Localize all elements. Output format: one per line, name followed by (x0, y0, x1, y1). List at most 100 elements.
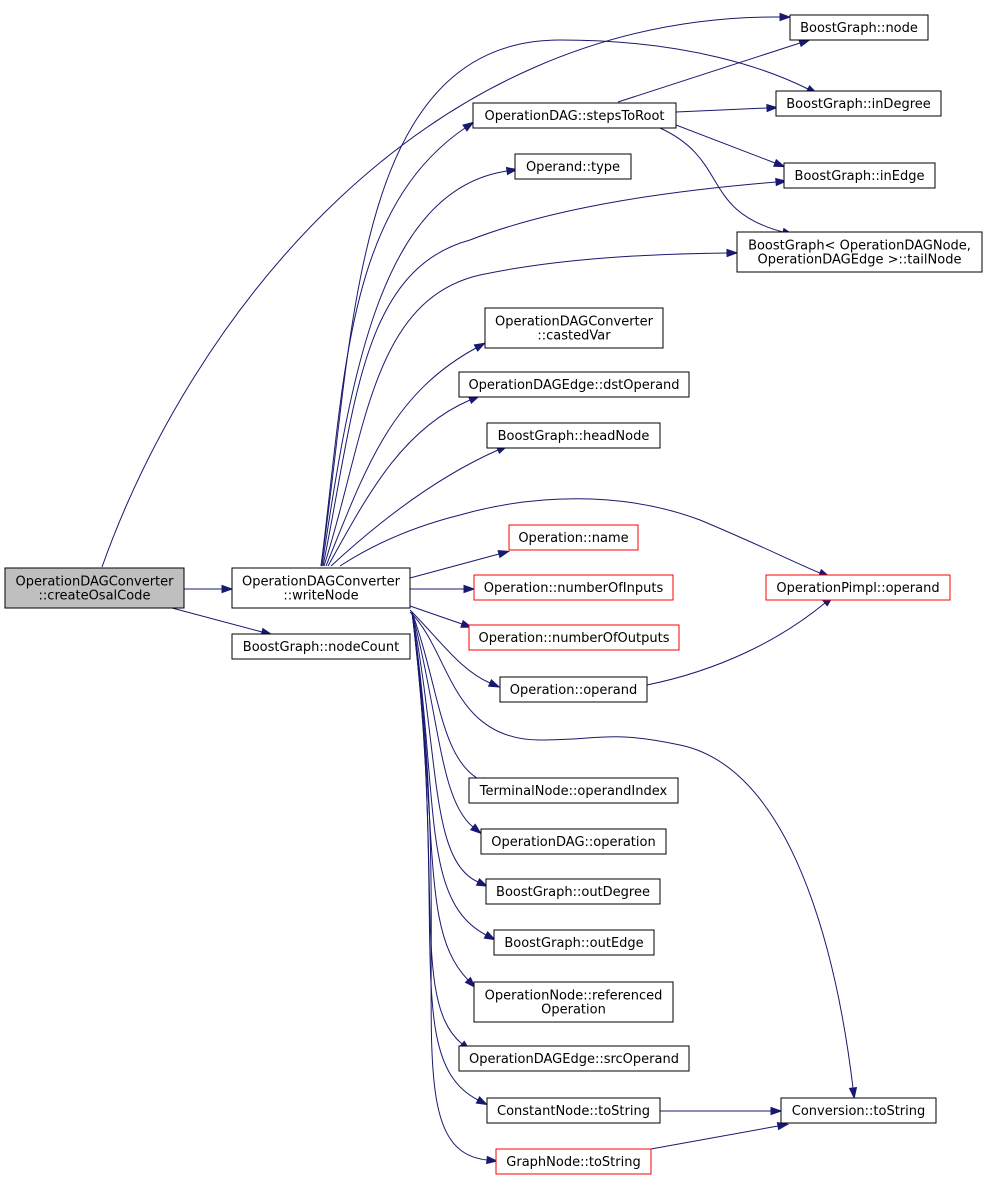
node-label: ::writeNode (283, 589, 358, 604)
node-box (514, 153, 632, 180)
node-convToString[interactable]: Conversion::toString (780, 1097, 937, 1124)
node-box (468, 624, 680, 651)
call-edges (101, 12, 858, 1165)
edge-line (411, 611, 483, 782)
node-tailNode[interactable]: BoostGraph< OperationDAGNode,OperationDA… (736, 231, 983, 273)
node-outDegree[interactable]: BoostGraph::outDegree (485, 878, 661, 905)
edge-line (409, 611, 854, 1089)
node-box (472, 102, 677, 129)
arrowhead (221, 584, 234, 594)
node-box (473, 574, 674, 601)
edge-line (411, 611, 469, 981)
node-label: BoostGraph::outEdge (504, 936, 643, 951)
node-operandType[interactable]: Operand::type (514, 153, 632, 180)
node-label: Operation (541, 1003, 606, 1018)
edge-line (325, 347, 477, 567)
node-label: Conversion::toString (792, 1104, 926, 1119)
node-opName[interactable]: Operation::name (508, 524, 639, 551)
node-createOsalCode[interactable]: OperationDAGConverter::createOsalCode (4, 567, 185, 609)
node-label: OperationDAGConverter (16, 575, 175, 590)
node-box (486, 1097, 661, 1124)
node-outEdge[interactable]: BoostGraph::outEdge (493, 929, 655, 956)
node-label: OperationDAG::stepsToRoot (484, 109, 664, 124)
node-numInputs[interactable]: Operation::numberOfInputs (473, 574, 674, 601)
node-label: Operand::type (526, 160, 620, 175)
node-label: OperationDAGEdge::srcOperand (469, 1052, 679, 1067)
arrowhead (473, 342, 487, 352)
edge-line (320, 127, 466, 567)
edge-stepsToRoot-to-inDegree (675, 103, 779, 113)
node-writeNode[interactable]: OperationDAGConverter::writeNode (231, 567, 411, 609)
node-stepsToRoot[interactable]: OperationDAG::stepsToRoot (472, 102, 677, 129)
node-label: BoostGraph::headNode (498, 429, 650, 444)
node-bgNode[interactable]: BoostGraph::node (789, 14, 929, 41)
node-label: TerminalNode::operandIndex (479, 784, 668, 799)
node-graphToString[interactable]: GraphNode::toString (495, 1148, 652, 1175)
node-dagOperation[interactable]: OperationDAG::operation (480, 828, 667, 855)
arrowhead (487, 678, 501, 688)
node-label: ::createOsalCode (39, 589, 151, 604)
node-box (775, 90, 942, 117)
edge-line (411, 611, 479, 883)
node-pimplOperand[interactable]: OperationPimpl::operand (765, 574, 951, 601)
edge-line (339, 498, 821, 574)
node-box (780, 1097, 937, 1124)
node-label: OperationDAGConverter (495, 315, 654, 330)
arrowhead (773, 158, 786, 168)
node-box (468, 777, 679, 804)
edge-line (320, 39, 809, 567)
node-box (458, 371, 690, 398)
edge-line (409, 609, 491, 684)
node-label: OperationDAGEdge >::tailNode (758, 253, 962, 268)
node-dstOperand[interactable]: OperationDAGEdge::dstOperand (458, 371, 690, 398)
edge-line (646, 602, 826, 686)
node-label: OperationDAGConverter (242, 575, 401, 590)
node-label: Operation::operand (510, 683, 637, 698)
arrowhead (505, 166, 519, 176)
arrowhead (770, 1106, 783, 1116)
edge-createOsalCode-to-nodeCount (171, 607, 274, 636)
node-label: BoostGraph::outDegree (496, 885, 650, 900)
node-label: Operation::numberOfOutputs (479, 631, 670, 646)
edge-writeNode-to-inEdge (322, 177, 788, 567)
edge-line (650, 1125, 779, 1150)
node-srcOperand[interactable]: OperationDAGEdge::srcOperand (458, 1045, 690, 1072)
edge-createOsalCode-to-writeNode (184, 584, 234, 594)
edge-line (411, 611, 488, 1161)
edge-line (411, 611, 474, 828)
edge-writeNode-to-stepsToRoot (320, 121, 475, 567)
node-label: OperationPimpl::operand (776, 581, 939, 596)
edge-line (327, 399, 471, 567)
node-box (493, 929, 655, 956)
arrowhead (726, 248, 739, 258)
arrowhead (798, 39, 811, 48)
arrowhead (775, 177, 788, 187)
edge-writeNode-to-tailNode (323, 248, 739, 567)
edge-writeNode-to-constToString (411, 611, 489, 1106)
node-box (231, 633, 411, 660)
node-inEdge[interactable]: BoostGraph::inEdge (783, 162, 936, 189)
node-label: BoostGraph::nodeCount (243, 640, 399, 655)
arrowhead (469, 823, 482, 835)
node-constToString[interactable]: ConstantNode::toString (486, 1097, 661, 1124)
edge-graphToString-to-convToString (650, 1121, 790, 1150)
node-label: GraphNode::toString (506, 1155, 640, 1170)
edge-line (409, 605, 463, 625)
node-nodeCount[interactable]: BoostGraph::nodeCount (231, 633, 411, 660)
node-box (231, 567, 411, 609)
edge-constToString-to-convToString (660, 1106, 783, 1116)
node-inDegree[interactable]: BoostGraph::inDegree (775, 90, 942, 117)
arrowhead (779, 12, 792, 22)
edge-writeNode-to-opName (409, 550, 511, 579)
node-opOperand[interactable]: Operation::operand (499, 676, 648, 703)
node-operandIndex[interactable]: TerminalNode::operandIndex (468, 777, 679, 804)
node-headNode[interactable]: BoostGraph::headNode (486, 422, 661, 449)
node-castedVar[interactable]: OperationDAGConverter::castedVar (484, 307, 664, 349)
edge-writeNode-to-numInputs (410, 584, 476, 594)
node-label: ::castedVar (537, 329, 611, 344)
node-numOutputs[interactable]: Operation::numberOfOutputs (468, 624, 680, 651)
edge-line (323, 252, 728, 567)
node-box (499, 676, 648, 703)
arrowhead (483, 931, 497, 941)
